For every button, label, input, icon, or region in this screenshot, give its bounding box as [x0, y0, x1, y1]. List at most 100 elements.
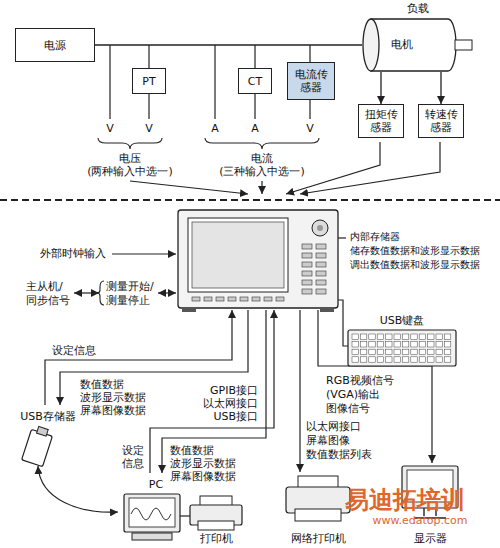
connector: [440, 72, 441, 104]
node-label: 电流传感器: [291, 68, 331, 94]
text-label: 内部存储器: [350, 231, 400, 243]
text-label: 打印机: [200, 532, 233, 545]
motor-shaft: [455, 40, 472, 50]
key-grid: [419, 342, 425, 347]
text-label: (两种输入中选一): [87, 165, 173, 178]
power-analyzer: [192, 222, 284, 288]
link-line: [38, 466, 118, 512]
process-box: 电源: [15, 28, 95, 62]
text-label: A: [211, 122, 219, 135]
power-analyzer: [312, 220, 328, 236]
button-row: [302, 271, 312, 276]
button-row: [316, 253, 326, 258]
key-grid: [428, 334, 434, 339]
text-label: 网络打印机: [291, 532, 346, 545]
link-line: [338, 237, 346, 238]
text-label: 设定: [122, 444, 144, 457]
signal-arrow: [130, 142, 440, 194]
text-label: 信息: [122, 457, 144, 470]
key-grid: [369, 349, 375, 354]
key-grid: [411, 357, 417, 362]
key-grid: [428, 357, 434, 362]
key-grid: [360, 334, 366, 339]
text-label: 外部时钟输入: [40, 247, 106, 260]
sensor-box: 电流传感器: [287, 62, 335, 100]
key-grid: [369, 342, 375, 347]
key-grid: [369, 334, 375, 339]
key-grid: [394, 342, 400, 347]
key-grid: [402, 342, 408, 347]
button-row: [216, 297, 224, 301]
key-grid: [402, 334, 408, 339]
pc-icon: [124, 494, 180, 532]
text-label: 数值数据: [170, 444, 214, 457]
usb-stick-icon: [22, 426, 53, 466]
key-grid: [360, 349, 366, 354]
link-line: [38, 238, 432, 516]
power-analyzer: [320, 308, 334, 312]
power-analyzer: [178, 210, 338, 312]
usb-keyboard: [348, 330, 456, 366]
text-label: USB接口: [213, 410, 258, 423]
key-grid: [377, 357, 383, 362]
button-row: [228, 297, 236, 301]
button-row: [302, 280, 312, 285]
key-grid: [352, 349, 358, 354]
node-label: CT: [248, 75, 262, 88]
node-label: 电源: [44, 39, 66, 52]
link-line: [338, 300, 348, 346]
link-line: [158, 292, 176, 293]
link-line: [112, 253, 176, 254]
button-row: [264, 297, 272, 301]
key-grid: [444, 342, 450, 347]
text-label: 以太网接口: [306, 420, 361, 433]
motor-load: 负载电机: [362, 0, 474, 74]
key-grid: [411, 334, 417, 339]
button-row: [252, 297, 260, 301]
key-grid: [386, 349, 392, 354]
text-label: RGB视频信号: [326, 374, 394, 387]
usb-keyboard: [348, 330, 456, 366]
pc-icon: [131, 508, 171, 520]
text-label: 屏幕图像数据: [80, 404, 146, 417]
button-row: [316, 289, 326, 294]
text-label: 屏幕图像数据: [170, 470, 236, 483]
text-label: 电流: [251, 152, 273, 165]
power-analyzer: [188, 218, 288, 292]
key-grid: [419, 334, 425, 339]
link-line: [299, 310, 300, 472]
link-line: [180, 515, 190, 516]
printer-icon: [190, 496, 242, 530]
brace: [205, 138, 319, 149]
key-grid: [394, 334, 400, 339]
button-row: [204, 297, 212, 301]
link-line: [74, 292, 99, 293]
connector: [380, 72, 381, 104]
dashed-divider: [0, 199, 500, 201]
key-grid: [386, 357, 392, 362]
power-analyzer: [182, 308, 196, 312]
text-label: 屏幕图像: [306, 434, 350, 447]
text-label: 波形显示数据: [80, 391, 146, 404]
signal-wire: [214, 45, 215, 119]
key-grid: [436, 357, 442, 362]
motor-end: [363, 19, 379, 71]
text-label: 测量开始/: [106, 280, 154, 293]
key-grid: [386, 342, 392, 347]
motor-body: [371, 19, 456, 71]
key-grid: [444, 334, 450, 339]
key-grid: [419, 349, 425, 354]
button-row: [302, 289, 312, 294]
brace: [98, 138, 162, 149]
signal-arrow: [130, 181, 248, 194]
text-label: 调出数值数据和波形显示数据: [350, 259, 480, 271]
pc-icon: [132, 533, 172, 540]
text-label: 储存数值数据和波形显示数据: [350, 245, 480, 257]
text-label: (三种输入中选一): [219, 165, 305, 178]
text-label: 电压: [119, 152, 141, 165]
text-label: 同步信号: [26, 294, 70, 307]
button-row: [316, 262, 326, 267]
text-label: USB存储器: [20, 410, 76, 423]
key-grid: [402, 357, 408, 362]
